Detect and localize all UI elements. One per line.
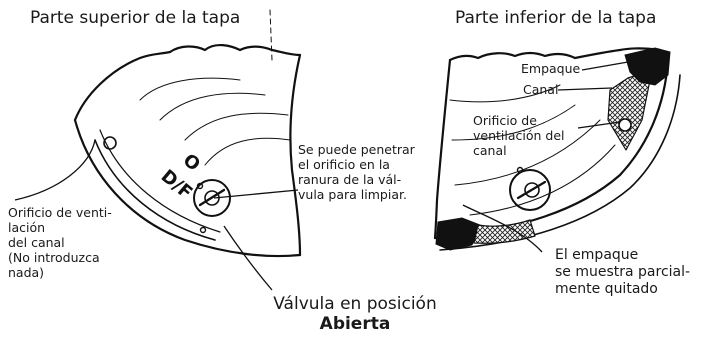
right-title: Parte inferior de la tapa (455, 8, 657, 28)
partial-line-3: mente quitado (555, 281, 658, 297)
left-leader-lines (14, 139, 299, 291)
left-vent-line-2: lación (8, 220, 46, 235)
valve-position-caption: Válvula en posición Abierta (255, 294, 455, 335)
left-vent-callout: Orificio de venti- lación del canal (No … (8, 205, 112, 280)
right-vent-callout: Orificio de ventilación del canal (473, 113, 565, 158)
right-vent-line-2: ventilación del (473, 128, 565, 143)
dial-open-letter: O (179, 150, 204, 176)
left-title: Parte superior de la tapa (30, 8, 241, 28)
partial-line-2: se muestra parcial- (555, 264, 691, 280)
channel-label: Canal (523, 82, 559, 97)
partial-line-1: El empaque (555, 247, 639, 263)
caption-line-1: Válvula en posición (273, 294, 437, 314)
right-vent-line-3: canal (473, 143, 507, 158)
penetrate-callout: Se puede penetrar el orificio en la ranu… (298, 142, 415, 202)
left-vent-line-3: del canal (8, 235, 65, 250)
lid-top-drawing (73, 9, 302, 258)
caption-line-2: Abierta (319, 314, 391, 335)
right-leader-lines (462, 61, 629, 253)
gasket-pieces (435, 47, 671, 251)
penetrate-line-2: el orificio en la (298, 157, 390, 172)
left-vent-line-5: nada) (8, 265, 45, 280)
left-vent-line-1: Orificio de venti- (8, 205, 112, 220)
penetrate-line-1: Se puede penetrar (298, 142, 415, 157)
penetrate-line-4: vula para limpiar. (298, 187, 407, 202)
partial-gasket-callout: El empaque se muestra parcial- mente qui… (555, 247, 690, 298)
penetrate-line-3: ranura de la vál- (298, 172, 402, 187)
gasket-label: Empaque (521, 61, 581, 76)
right-vent-line-1: Orificio de (473, 113, 537, 128)
channel-strip (473, 219, 536, 244)
left-vent-line-4: (No introduzca (8, 250, 100, 265)
